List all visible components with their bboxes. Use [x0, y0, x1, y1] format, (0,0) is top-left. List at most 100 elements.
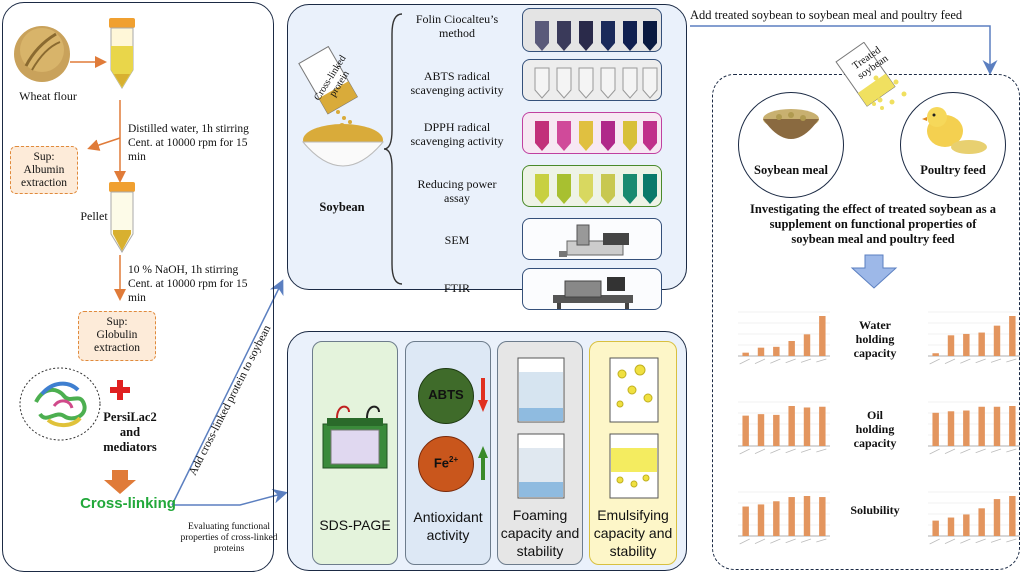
bar — [932, 520, 939, 536]
foaming-label: Foaming capacity and stability — [500, 507, 580, 559]
tick-label-mark — [770, 358, 781, 364]
down-arrow-icon — [478, 378, 488, 412]
tick-label-mark — [944, 448, 956, 454]
tick-label-mark — [800, 358, 812, 363]
brace-icon — [383, 13, 403, 285]
tick-label-mark — [816, 358, 827, 363]
tick-label-mark — [816, 538, 827, 543]
tick-label-mark — [754, 538, 766, 544]
bar — [993, 499, 1001, 536]
tick-label-mark — [785, 358, 796, 364]
assay-label: FTIR — [443, 281, 470, 295]
bar — [742, 415, 749, 446]
connector-arrow — [690, 25, 998, 75]
bar — [757, 504, 765, 536]
tick-label-mark — [929, 358, 940, 365]
tick-label-mark — [785, 538, 796, 544]
step2-label: 10 % NaOH, 1h stirring Cent. at 10000 rp… — [128, 264, 248, 304]
soybean-meal-circle: Soybean meal — [738, 92, 844, 198]
bar — [932, 412, 939, 446]
tick-label-mark — [960, 538, 971, 544]
bar — [978, 406, 985, 446]
bar — [819, 497, 826, 536]
bar — [757, 414, 765, 446]
bar — [947, 411, 955, 446]
albumin-box: Sup: Albumin extraction — [10, 146, 78, 194]
fe-superscript: 2+ — [449, 455, 459, 464]
chick-image — [922, 107, 987, 154]
tick-label-mark — [990, 448, 1002, 453]
soybean-meal-label: Soybean meal — [754, 163, 828, 177]
tick-label-mark — [739, 538, 750, 545]
fe-text: Fe — [433, 455, 450, 471]
add-treated-label: Add treated soybean to soybean meal and … — [690, 8, 963, 22]
down-arrow — [104, 470, 136, 494]
bar — [1009, 496, 1016, 536]
tick-label-mark — [929, 538, 940, 545]
bar — [819, 316, 826, 356]
sprinkle-dots — [873, 75, 907, 105]
emulsifying-column: Emulsifying capacity and stability — [589, 341, 677, 565]
bar — [947, 335, 955, 356]
tick-label-mark — [800, 538, 812, 543]
flow-arrow — [87, 137, 121, 151]
tick-label-mark — [1006, 358, 1017, 363]
sds-page-label: SDS-PAGE — [319, 517, 391, 533]
bar — [963, 333, 970, 356]
folin-image — [522, 8, 662, 52]
connector-arrow — [172, 488, 288, 506]
bar — [963, 514, 970, 536]
crosslinking-label: Cross-linking — [80, 495, 176, 512]
down-arrow — [850, 254, 898, 289]
bar — [788, 497, 795, 536]
tick-label-mark — [960, 448, 971, 454]
tick-label-mark — [770, 448, 781, 454]
soybean-label: Soybean — [319, 200, 365, 214]
solubility-chart-meal — [738, 491, 830, 545]
poultry-feed-circle: Poultry feed — [900, 92, 1006, 198]
dpph-image — [522, 112, 662, 154]
solubility-label: Solubility — [850, 503, 900, 517]
tick-label-mark — [800, 448, 812, 453]
bar — [803, 496, 811, 536]
bar — [932, 353, 939, 356]
tick-label-mark — [960, 358, 971, 364]
globulin-box: Sup: Globulin extraction — [78, 311, 156, 361]
bar — [773, 501, 780, 536]
protein-vial-image — [298, 46, 359, 120]
bar — [993, 406, 1001, 446]
tick-label-mark — [739, 358, 750, 365]
tick-label-mark — [975, 538, 986, 544]
foam-cylinder-image — [517, 357, 565, 499]
tick-label-mark — [990, 358, 1002, 363]
assay-label: Folin Ciocalteu’s method — [415, 12, 499, 40]
emulsion-cylinder-image — [609, 357, 659, 499]
tick-label-mark — [975, 358, 986, 364]
sds-page-column: SDS-PAGE — [312, 341, 398, 565]
water-holding-chart-meal — [738, 311, 830, 365]
tick-label-mark — [944, 358, 956, 364]
extraction-panel — [2, 2, 274, 572]
bar — [947, 517, 955, 536]
tick-label-mark — [754, 448, 766, 454]
bar — [978, 332, 985, 356]
soybean-meal-image — [763, 109, 819, 139]
tube-icon — [109, 18, 135, 89]
assay-label: Reducing power assay — [417, 177, 497, 205]
ftir-image — [522, 268, 662, 310]
tick-label-mark — [739, 448, 750, 455]
water-holding-label: Water holding capacity — [853, 318, 897, 360]
pellet-label: Pellet — [80, 209, 108, 223]
assay-label: DPPH radical scavenging activity — [410, 120, 504, 148]
step1-label: Distilled water, 1h stirring Cent. at 10… — [128, 123, 249, 163]
bar — [993, 325, 1001, 356]
wheat-flour-image — [14, 26, 70, 82]
bar — [1009, 406, 1016, 446]
tick-label-mark — [770, 538, 781, 544]
investigating-label: Investigating the effect of treated soyb… — [750, 202, 996, 246]
sem-image — [522, 218, 662, 260]
tick-label-mark — [944, 538, 956, 544]
treated-vial-image — [835, 42, 896, 110]
assay-label: ABTS radical scavenging activity — [410, 69, 504, 97]
bar — [773, 414, 780, 446]
